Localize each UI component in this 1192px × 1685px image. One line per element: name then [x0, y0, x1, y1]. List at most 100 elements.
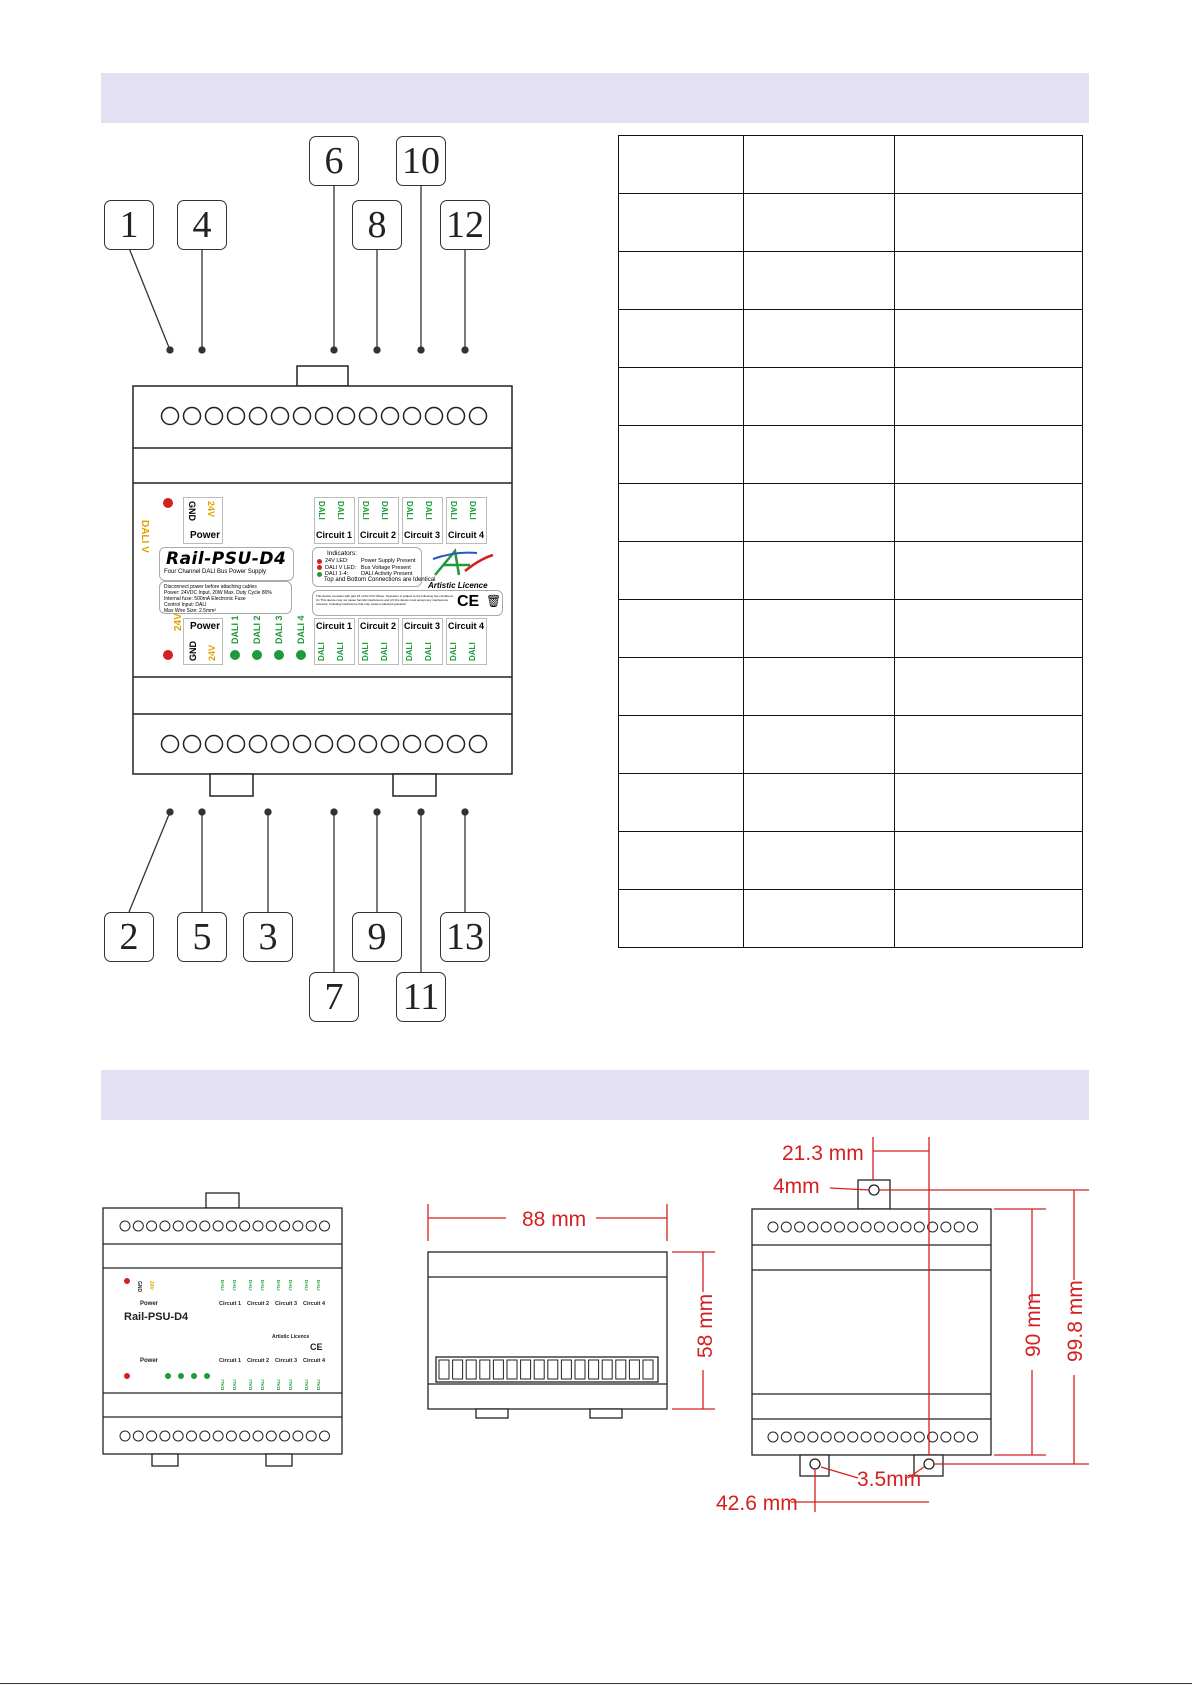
terminal-hole [820, 1221, 832, 1233]
terminal-hole [319, 1430, 330, 1442]
terminal-hole [336, 734, 356, 754]
side-view-slots [438, 1359, 654, 1380]
terminal-hole [767, 1221, 779, 1233]
terminal-hole [305, 1220, 317, 1232]
callout-6: 6 [309, 136, 359, 186]
table-cell [894, 541, 1083, 600]
table-cell [743, 889, 895, 948]
terminal-hole [159, 1430, 171, 1442]
side-terminal-slot [628, 1359, 640, 1380]
table-cell [894, 773, 1083, 832]
terminal-hole [873, 1431, 885, 1443]
terminal-hole [146, 1430, 158, 1442]
terminal-hole [380, 734, 400, 754]
dimension-lines [427, 1137, 1089, 1512]
table-cell [743, 193, 895, 252]
circuit-label: Circuit 1 [219, 1358, 241, 1364]
side-terminal-slot [438, 1359, 450, 1380]
side-terminal-slot [588, 1359, 600, 1380]
side-terminal-slot [615, 1359, 627, 1380]
dimension-labels: 88 mm 58 mm 21.3 mm 4mm 90 mm 99.8 mm 3.… [522, 1142, 1087, 1515]
table-cell [743, 599, 895, 658]
table-cell [618, 309, 744, 368]
side-terminal-slot [465, 1359, 477, 1380]
table-cell [618, 483, 744, 542]
led-icon [178, 1373, 184, 1379]
terminal-hole [913, 1221, 925, 1233]
terminal-hole [292, 734, 312, 754]
terminal-hole [336, 406, 356, 426]
terminal-hole [119, 1220, 131, 1232]
terminal-hole [248, 734, 268, 754]
terminal-hole [967, 1431, 978, 1443]
terminal-hole [212, 1430, 224, 1442]
dali-label: DALI [248, 1280, 253, 1291]
dali-label: DALI [232, 1280, 237, 1291]
front-view-terminals [119, 1220, 330, 1442]
table-cell [894, 599, 1083, 658]
dali-label: DALI [248, 1380, 253, 1391]
terminal-hole [446, 734, 466, 754]
table-cell [618, 889, 744, 948]
terminal-hole [380, 406, 400, 426]
terminal-hole [270, 734, 290, 754]
terminal-hole [847, 1431, 859, 1443]
terminal-hole [402, 734, 422, 754]
table-row [618, 599, 1083, 658]
terminal-hole [807, 1431, 819, 1443]
dim-pin-offset: 21.3 mm [782, 1142, 864, 1165]
dali-label: DALI [232, 1380, 237, 1391]
terminal-hole [204, 406, 224, 426]
circuit-label: Circuit 1 [219, 1301, 241, 1307]
dali-label: DALI [220, 1280, 225, 1291]
callout-10: 10 [396, 136, 446, 186]
dali-label: DALI [304, 1380, 309, 1391]
brand-mini: Artistic Licence [272, 1334, 309, 1340]
terminal-hole [927, 1221, 939, 1233]
top-leaders [128, 185, 469, 354]
terminal-hole [873, 1221, 885, 1233]
terminal-hole [319, 1220, 330, 1232]
table-cell [894, 367, 1083, 426]
table-cell [618, 135, 744, 194]
terminal-hole [820, 1431, 832, 1443]
terminal-hole [468, 406, 488, 426]
table-cell [894, 251, 1083, 310]
terminal-hole [900, 1431, 912, 1443]
gnd-label: GND [136, 1281, 142, 1293]
callout-8: 8 [352, 200, 402, 250]
terminal-hole [358, 406, 378, 426]
terminal-hole [967, 1221, 978, 1233]
dali-label: DALI [288, 1380, 293, 1391]
callout-1: 1 [104, 200, 154, 250]
callout-7: 7 [309, 972, 359, 1022]
circuit-label: Circuit 3 [275, 1301, 297, 1307]
dim-pin-size: 4mm [773, 1175, 820, 1198]
callout-12: 12 [440, 200, 490, 250]
table-row [618, 309, 1083, 368]
table-cell [743, 135, 895, 194]
terminal-hole [186, 1220, 197, 1232]
terminal-hole [794, 1431, 806, 1443]
callout-4: 4 [177, 200, 227, 250]
terminal-hole [358, 734, 378, 754]
terminal-hole [913, 1431, 925, 1443]
terminal-hole [314, 406, 334, 426]
terminal-hole [940, 1221, 952, 1233]
terminal-hole [252, 1430, 264, 1442]
power-label: Power [140, 1358, 159, 1364]
table-cell [743, 657, 895, 716]
terminal-hole [160, 406, 180, 426]
terminal-hole [305, 1430, 317, 1442]
callout-5: 5 [177, 912, 227, 962]
terminal-hole [940, 1431, 952, 1443]
power-label: Power [140, 1301, 159, 1307]
dali-label: DALI [220, 1380, 225, 1391]
terminal-hole [132, 1220, 144, 1232]
table-row [618, 367, 1083, 426]
side-terminal-slot [492, 1359, 504, 1380]
table-cell [743, 541, 895, 600]
dali-label: DALI [260, 1380, 265, 1391]
terminal-hole [953, 1431, 965, 1443]
terminal-hole [186, 1430, 197, 1442]
